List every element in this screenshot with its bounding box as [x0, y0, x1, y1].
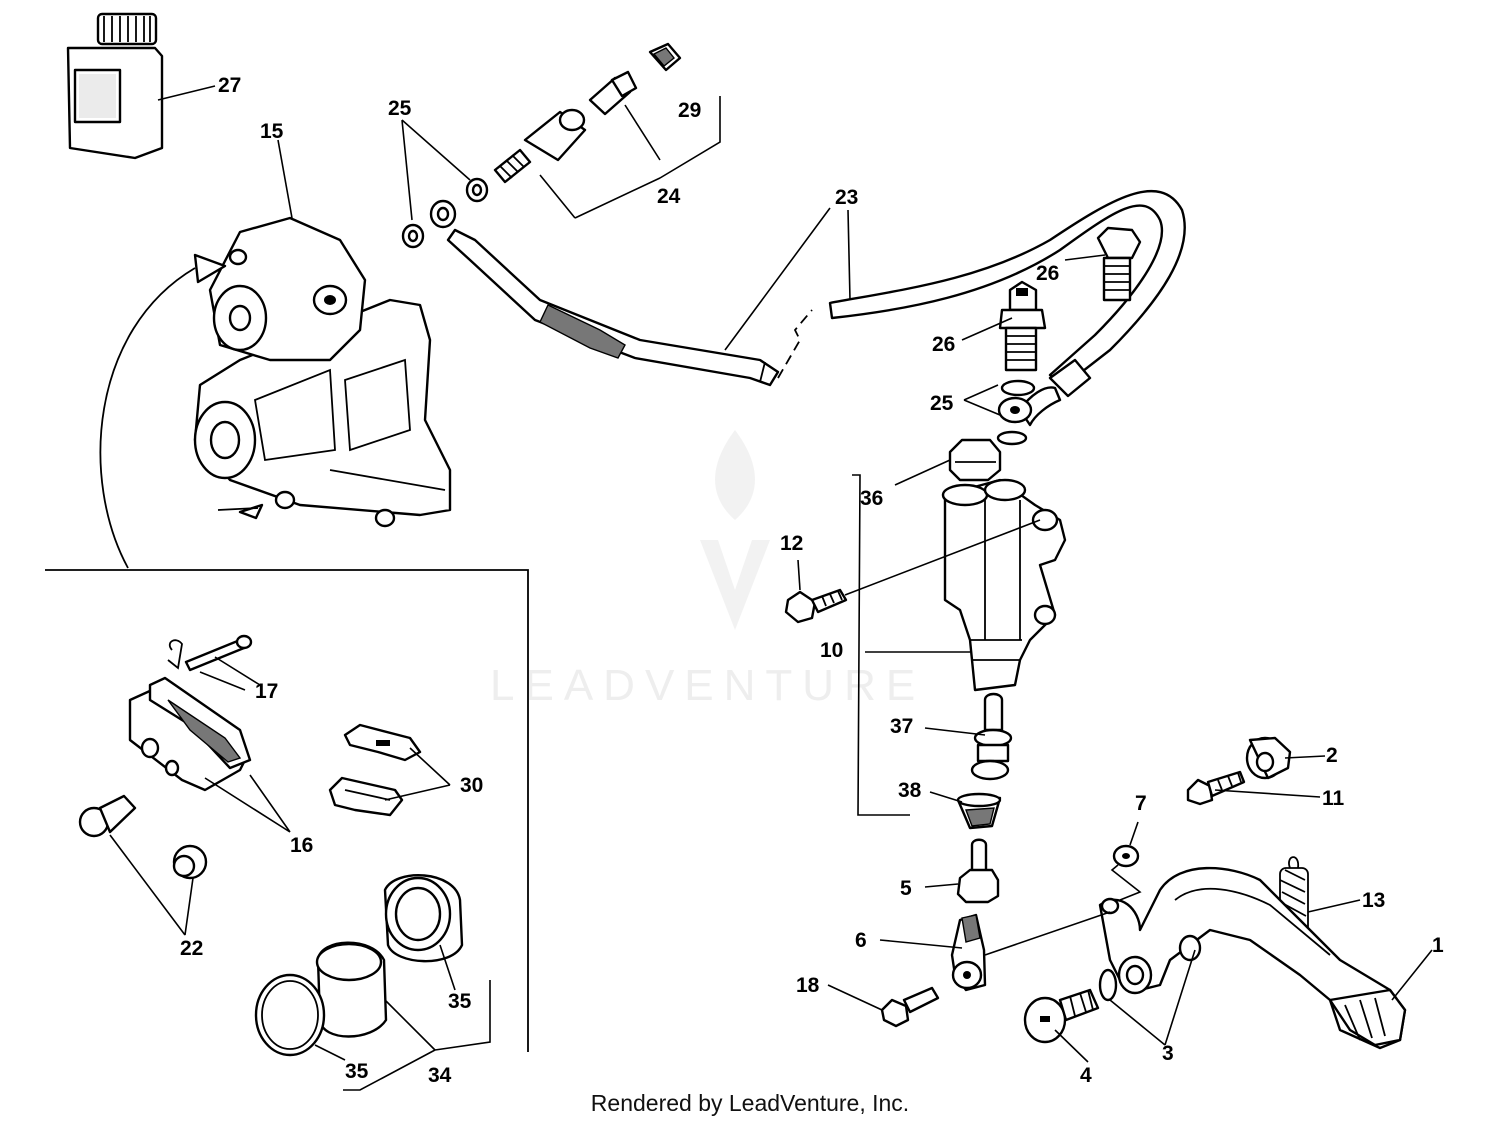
caliper-piston — [315, 941, 388, 1038]
inset-box-outline — [45, 569, 529, 1052]
lock-nut — [1112, 844, 1140, 868]
pad-spring-clips — [328, 723, 422, 817]
callout-1: 1 — [1432, 934, 1444, 957]
brake-pads — [128, 676, 252, 792]
callout-22: 22 — [180, 937, 203, 960]
footer-credit: Rendered by LeadVenture, Inc. — [590, 1090, 910, 1116]
pivot-washer — [1098, 968, 1118, 1002]
piston-o-ring — [254, 973, 326, 1057]
callout-23: 23 — [835, 186, 858, 209]
banjo-washers-lower — [996, 379, 1036, 446]
bleeder-screw-assembly — [493, 42, 682, 184]
callout-30: 30 — [460, 774, 483, 797]
callout-15: 15 — [260, 120, 284, 143]
watermark: LEADVENTURE — [490, 430, 925, 710]
callout-38: 38 — [898, 779, 922, 802]
leader-lines — [109, 85, 1433, 1091]
callout-11: 11 — [1322, 787, 1345, 810]
watermark-logo — [700, 430, 770, 630]
fluid-flow-arrow — [99, 253, 227, 569]
callout-13: 13 — [1362, 889, 1385, 912]
callout-29: 29 — [678, 99, 701, 122]
callout-25a: 25 — [388, 97, 412, 120]
stop-bolt — [1186, 770, 1246, 806]
callout-35a: 35 — [345, 1060, 369, 1083]
callout-25b: 25 — [930, 392, 954, 415]
callout-24: 24 — [657, 185, 681, 208]
callout-18: 18 — [796, 974, 820, 997]
callout-6: 6 — [855, 929, 867, 952]
clevis-bolt — [880, 986, 940, 1028]
pedal-stop-bumper — [1245, 736, 1292, 780]
watermark-text: LEADVENTURE — [490, 661, 925, 710]
slide-pin-boot — [172, 844, 208, 880]
slide-pin — [78, 794, 137, 838]
callout-35b: 35 — [448, 990, 472, 1013]
dust-boot — [956, 792, 1002, 830]
callout-34: 34 — [428, 1064, 452, 1087]
banjo-bolt-upper — [1096, 226, 1142, 302]
callout-17: 17 — [255, 680, 278, 703]
callout-labels: 1 2 3 4 5 6 7 10 11 12 13 15 16 17 18 22… — [180, 74, 1444, 1087]
callout-27: 27 — [218, 74, 241, 97]
callout-26b: 26 — [932, 333, 955, 356]
callout-16: 16 — [290, 834, 313, 857]
clevis-rod — [956, 838, 1000, 904]
push-rod — [970, 692, 1013, 781]
callout-37: 37 — [890, 715, 913, 738]
clevis — [950, 913, 987, 992]
callout-4: 4 — [1080, 1064, 1092, 1087]
pivot-bolt — [1023, 988, 1100, 1044]
callout-2: 2 — [1326, 744, 1338, 767]
callout-12: 12 — [780, 532, 803, 555]
brake-pedal — [1098, 866, 1407, 1050]
pad-pin-and-clip — [167, 634, 253, 672]
piston-seal-large — [383, 874, 464, 963]
callout-7: 7 — [1135, 792, 1147, 815]
brake-fluid-bottle — [66, 12, 164, 160]
brake-caliper — [193, 216, 452, 528]
banjo-washers-upper — [401, 177, 489, 249]
callout-26a: 26 — [1036, 262, 1059, 285]
callout-3: 3 — [1162, 1042, 1174, 1065]
callout-5: 5 — [900, 877, 912, 900]
callout-36: 36 — [860, 487, 883, 510]
callout-10: 10 — [820, 639, 843, 662]
banjo-bolt-lower — [998, 280, 1047, 372]
reservoir-cap — [948, 438, 1002, 482]
mounting-bolt — [784, 588, 848, 624]
master-cylinder — [941, 478, 1067, 692]
